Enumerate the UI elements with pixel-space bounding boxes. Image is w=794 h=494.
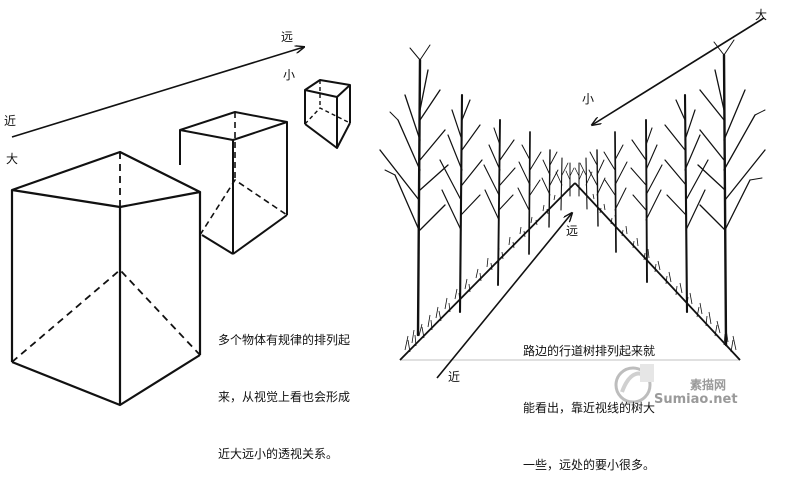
big-label: 大	[755, 8, 768, 22]
tree	[697, 39, 766, 347]
tree	[517, 131, 542, 255]
tree-row-right	[574, 39, 766, 347]
tree	[588, 149, 606, 227]
caption-line: 路边的行道树排列起来就	[523, 344, 656, 358]
near-label: 近	[448, 370, 461, 384]
caption-line: 近大远小的透视关系。	[218, 447, 339, 461]
right-caption: 路边的行道树排列起来就 能看出，靠近视线的树大 一些，远处的要小很多。	[523, 304, 655, 494]
large-cube	[10, 150, 202, 407]
tree	[555, 157, 569, 211]
big-label: 大	[6, 152, 19, 166]
watermark-en: Sumiao.net	[654, 392, 738, 407]
small-label: 小	[283, 68, 296, 82]
tree	[541, 149, 559, 228]
right-panel	[379, 17, 766, 379]
far-label: 远	[566, 224, 579, 238]
medium-cube	[179, 111, 288, 255]
left-caption: 多个物体有规律的排列起 来，从视觉上看也会形成 近大远小的透视关系。	[218, 293, 350, 483]
tree	[379, 44, 449, 337]
tree	[603, 131, 628, 253]
tree	[574, 162, 584, 197]
caption-line: 来，从视觉上看也会形成	[218, 390, 351, 404]
near-to-far-arrow	[11, 47, 304, 138]
near-label: 近	[4, 114, 17, 128]
far-to-near-arrow-top	[592, 17, 765, 125]
tree	[630, 119, 663, 283]
caption-line: 多个物体有规律的排列起	[218, 333, 351, 347]
tree	[439, 93, 483, 314]
tree-row-left	[379, 44, 575, 337]
caption-line: 能看出，靠近视线的树大	[523, 401, 656, 415]
tree	[664, 93, 709, 314]
perspective-illustration	[10, 17, 766, 407]
near-to-far-arrow-bottom	[436, 213, 572, 379]
tree	[565, 162, 575, 197]
left-panel	[10, 47, 351, 407]
small-label: 小	[582, 92, 595, 106]
tree	[579, 157, 593, 210]
watermark-logo	[614, 364, 654, 404]
tree	[483, 119, 516, 286]
small-cube	[304, 79, 351, 149]
far-label: 远	[281, 30, 294, 44]
caption-line: 一些，远处的要小很多。	[523, 458, 656, 472]
road	[399, 182, 741, 361]
watermark-cn: 素描网	[690, 378, 727, 392]
